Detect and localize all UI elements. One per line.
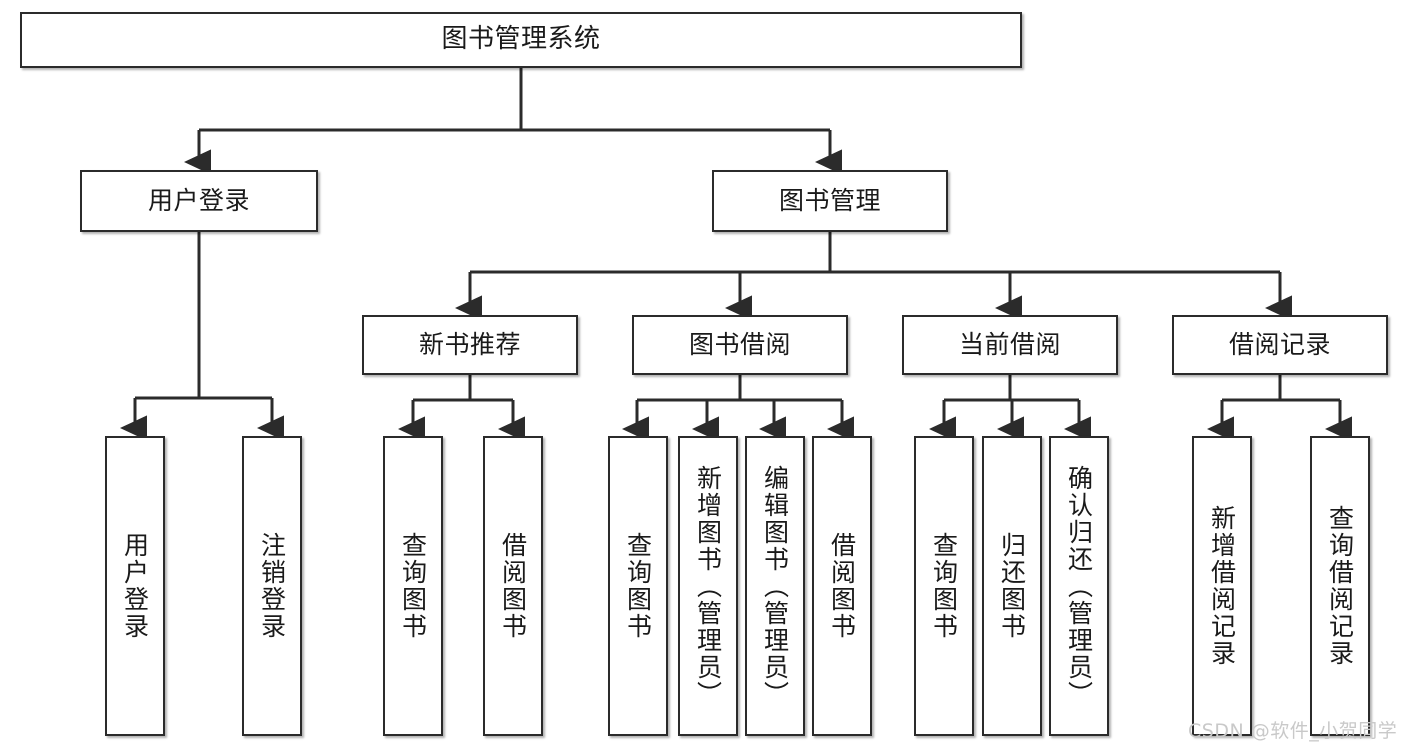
leaf-current-query-book[interactable]: 查询图书 bbox=[914, 436, 974, 736]
leaf-borrow-add-book-admin[interactable]: 新增图书（管理员） bbox=[678, 436, 738, 736]
node-label: 图书借阅 bbox=[688, 330, 791, 359]
leaf-user-logout[interactable]: 注销登录 bbox=[242, 436, 302, 736]
leaf-borrow-edit-book-admin[interactable]: 编辑图书（管理员） bbox=[745, 436, 805, 736]
node-label: 注销登录 bbox=[257, 532, 287, 640]
node-label: 借阅图书 bbox=[827, 532, 857, 640]
node-label: 新增借阅记录 bbox=[1207, 505, 1237, 667]
node-root-system[interactable]: 图书管理系统 bbox=[20, 12, 1022, 68]
node-book-management[interactable]: 图书管理 bbox=[712, 170, 948, 232]
node-label: 图书管理 bbox=[778, 186, 881, 215]
node-borrow-record[interactable]: 借阅记录 bbox=[1172, 315, 1388, 375]
node-label: 用户登录 bbox=[147, 186, 250, 215]
node-label: 归还图书 bbox=[997, 532, 1027, 640]
node-label: 查询图书 bbox=[929, 532, 959, 640]
node-label: 用户登录 bbox=[120, 532, 150, 640]
node-label: 编辑图书（管理员） bbox=[760, 464, 790, 708]
leaf-recommend-borrow-book[interactable]: 借阅图书 bbox=[483, 436, 543, 736]
leaf-record-add-record[interactable]: 新增借阅记录 bbox=[1192, 436, 1252, 736]
node-label: 新书推荐 bbox=[418, 330, 521, 359]
leaf-user-login[interactable]: 用户登录 bbox=[105, 436, 165, 736]
leaf-record-query-record[interactable]: 查询借阅记录 bbox=[1310, 436, 1370, 736]
node-label: 查询图书 bbox=[398, 532, 428, 640]
node-label: 确认归还（管理员） bbox=[1064, 464, 1094, 708]
node-label: 当前借阅 bbox=[958, 330, 1061, 359]
leaf-current-confirm-return-admin[interactable]: 确认归还（管理员） bbox=[1049, 436, 1109, 736]
leaf-borrow-query-book[interactable]: 查询图书 bbox=[608, 436, 668, 736]
node-label: 新增图书（管理员） bbox=[693, 464, 723, 708]
node-current-borrow[interactable]: 当前借阅 bbox=[902, 315, 1118, 375]
node-label: 查询图书 bbox=[623, 532, 653, 640]
leaf-borrow-borrow-book[interactable]: 借阅图书 bbox=[812, 436, 872, 736]
node-label: 借阅图书 bbox=[498, 532, 528, 640]
csdn-watermark: CSDN @软件_小贺同学 bbox=[1188, 720, 1398, 742]
node-book-borrow[interactable]: 图书借阅 bbox=[632, 315, 848, 375]
node-label: 查询借阅记录 bbox=[1325, 505, 1355, 667]
leaf-recommend-query-book[interactable]: 查询图书 bbox=[383, 436, 443, 736]
leaf-current-return-book[interactable]: 归还图书 bbox=[982, 436, 1042, 736]
node-new-book-recommend[interactable]: 新书推荐 bbox=[362, 315, 578, 375]
node-label: 图书管理系统 bbox=[441, 24, 601, 55]
node-user-login[interactable]: 用户登录 bbox=[80, 170, 318, 232]
node-label: 借阅记录 bbox=[1228, 330, 1331, 359]
